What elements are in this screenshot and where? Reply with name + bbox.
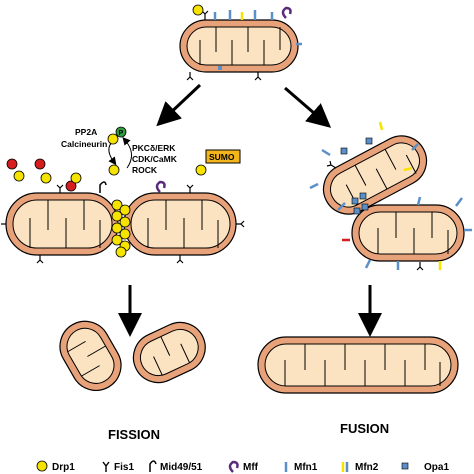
fusion-tethers — [309, 121, 472, 271]
legend-label-mfn1: Mfn1 — [294, 462, 318, 473]
arrow-to-fission — [156, 83, 202, 127]
drp1-phospho — [107, 133, 119, 145]
top-receptors — [186, 4, 302, 81]
fusion-label: FUSION — [340, 421, 389, 436]
kinase-label-3: ROCK — [132, 165, 158, 175]
legend-label-fis1: Fis1 — [114, 462, 134, 473]
legend-item-opa1: Opa1 — [401, 462, 449, 473]
drp1-ring — [111, 199, 131, 258]
legend-item-fis1: Fis1 — [102, 461, 134, 473]
sumo-label: SUMO — [209, 152, 235, 162]
yellow-circle-icon — [36, 460, 48, 472]
drp1-free — [108, 164, 120, 176]
legend-label-mfn2: Mfn2 — [355, 462, 379, 473]
legend-label-mff: Mff — [243, 462, 259, 473]
sumo-box — [205, 149, 241, 164]
kinase-label-2: CDK/CaMK — [132, 154, 178, 164]
y-shape-icon — [102, 461, 110, 472]
regulation-cluster: PP2A Calcineurin PKCδ/ERK CDK/CaMK ROCK … — [61, 126, 241, 176]
legend-item-drp1: Drp1 — [36, 460, 75, 473]
yellow-blue-bar-icon — [341, 462, 349, 472]
fusion-product — [257, 336, 459, 394]
kinase-label-1: PKCδ/ERK — [132, 143, 176, 153]
top-mitochondrion — [179, 4, 302, 81]
fission-mitochondrion — [1, 158, 245, 264]
arrow-to-fusion — [284, 86, 332, 128]
phosphatase-label-1: PP2A — [75, 127, 97, 137]
purple-hook-icon — [228, 460, 239, 473]
phosphatase-label-2: Calcineurin — [61, 139, 107, 149]
legend-item-mfn2: Mfn2 — [341, 462, 379, 473]
phospho-symbol: P — [119, 130, 124, 137]
legend-label-drp1: Drp1 — [52, 462, 75, 473]
hook-icon — [149, 460, 157, 472]
legend-item-mff: Mff — [228, 460, 259, 473]
fission-label: FISSION — [108, 427, 160, 442]
legend-label-mid49-51: Mid49/51 — [160, 462, 203, 473]
fission-products — [59, 320, 206, 391]
legend-item-mfn1: Mfn1 — [284, 462, 318, 473]
legend-label-opa1: Opa1 — [424, 462, 449, 473]
fission-receptors — [1, 158, 245, 264]
blue-square-icon — [401, 462, 409, 470]
fusion-mitochondria — [309, 121, 472, 271]
phospho-marker — [115, 126, 127, 138]
legend-item-mid49-51: Mid49/51 — [149, 460, 203, 473]
drp1-sumo — [195, 164, 207, 176]
legend: Drp1 Fis1 Mid49/51 Mff Mfn1 Mfn2 Opa1 — [36, 460, 449, 473]
